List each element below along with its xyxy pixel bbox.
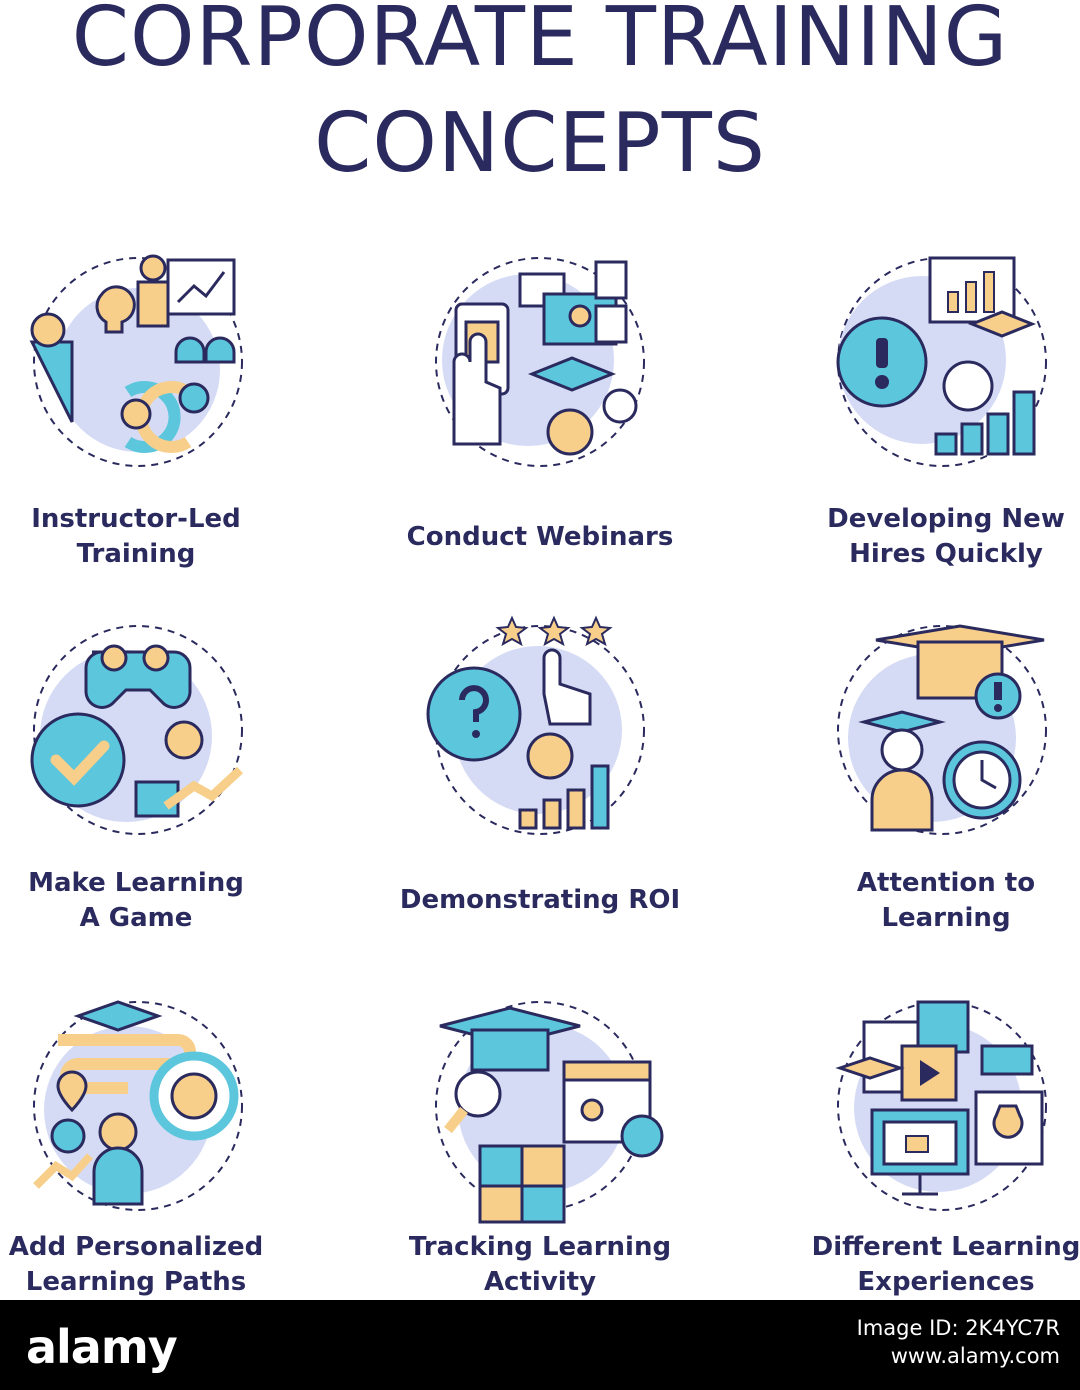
roi-icon [420, 610, 660, 850]
concept-label-attention: Attention to Learning [856, 868, 1036, 933]
concept-label-new-hires: Developing New Hires Quickly [827, 504, 1065, 569]
concept-label-roi: Demonstrating ROI [399, 885, 681, 915]
concept-label-game: Make Learning A Game [28, 868, 244, 933]
concept-label-tracking: Tracking Learning Activity [408, 1232, 672, 1297]
watermark-footer: alamy Image ID: 2K4YC7R www.alamy.com [0, 1300, 1080, 1390]
concept-label-learning-paths: Add Personalized Learning Paths [8, 1232, 264, 1297]
page-title-line-2: CONCEPTS [314, 96, 766, 191]
webinar-icon [420, 242, 660, 482]
attention-icon [822, 610, 1062, 850]
site-url: www.alamy.com [890, 1344, 1060, 1368]
concept-label-webinars: Conduct Webinars [406, 522, 674, 552]
instructor-led-icon [18, 242, 258, 482]
new-hires-icon [822, 242, 1062, 482]
tracking-icon [420, 986, 664, 1226]
learning-path-icon [18, 986, 258, 1226]
concept-label-experiences: Different Learning Experiences [811, 1232, 1080, 1297]
image-id-block: Image ID: 2K4YC7R www.alamy.com [857, 1314, 1060, 1370]
page-title-line-1: CORPORATE TRAINING [71, 0, 1009, 85]
gamepad-icon [18, 610, 258, 850]
image-id-text: Image ID: 2K4YC7R [856, 1316, 1060, 1340]
experiences-icon [822, 986, 1062, 1226]
concept-label-instructor-led: Instructor-Led Training [31, 504, 241, 569]
brand-logo: alamy [26, 1320, 178, 1374]
